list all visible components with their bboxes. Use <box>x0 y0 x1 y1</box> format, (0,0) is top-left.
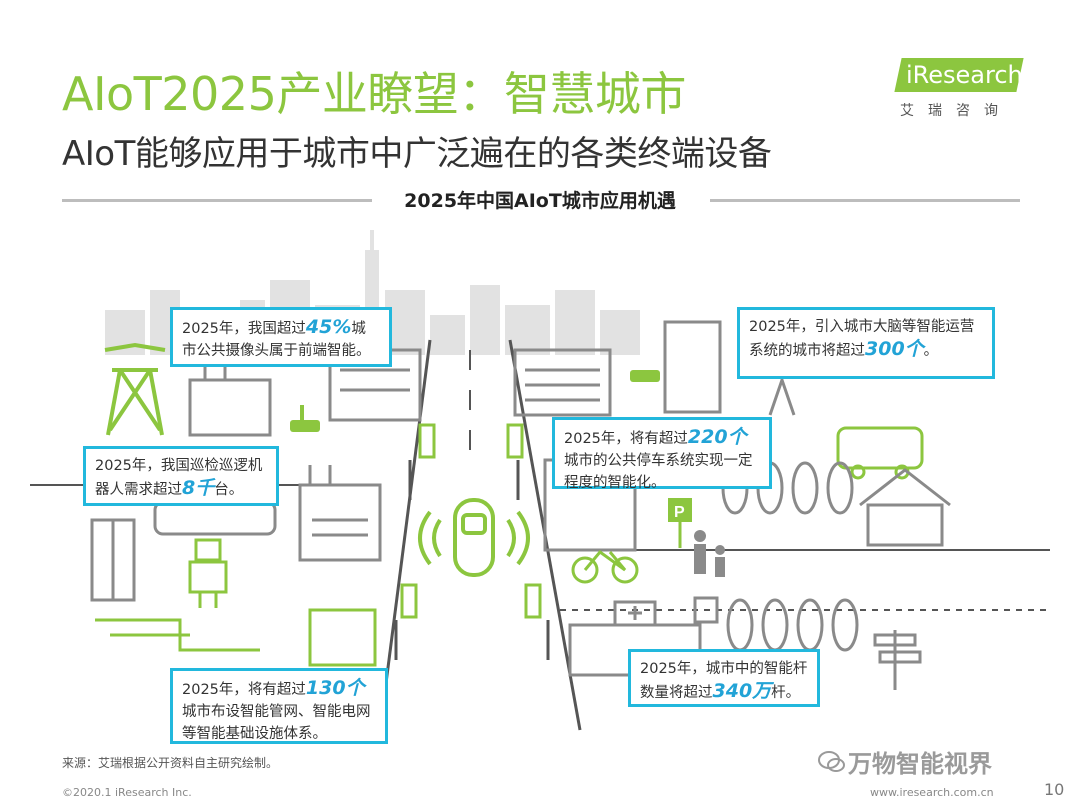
bicycle-icon <box>571 549 639 584</box>
elevator-icon <box>90 518 136 602</box>
callout-pole-value: 340万 <box>712 680 772 702</box>
callout-camera-value: 45% <box>305 316 352 338</box>
section-rule-right <box>710 199 1020 202</box>
callout-parking-post: 城市的公共停车系统实现一定程度的智能化。 <box>564 453 753 491</box>
section-title: 2025年中国AIoT城市应用机遇 <box>380 186 700 213</box>
callout-pole-post: 杆。 <box>771 685 801 701</box>
callout-camera-post: 城市公共摄像头属于前端智能。 <box>182 321 371 359</box>
callout-robot-pre: 2025年，我国巡检巡逻机器人需求超过 <box>95 458 263 498</box>
tree-icon <box>721 461 859 652</box>
callout-pipe-value: 130个 <box>305 677 365 699</box>
wechat-icon <box>818 751 845 772</box>
section-rule-left <box>62 199 372 202</box>
train-icon <box>153 500 277 536</box>
callout-parking-value: 220个 <box>687 426 747 448</box>
iresearch-logo: iResearch 艾瑞咨询 <box>860 56 1040 126</box>
pipe-network <box>95 608 377 667</box>
callout-pipe-post: 城市布设智能管网、智能电网等智能基础设施体系。 <box>182 704 371 742</box>
callout-camera: 2025年，我国超过45%城市公共摄像头属于前端智能。 <box>170 307 392 367</box>
callout-robot-post: 台。 <box>214 482 244 498</box>
pedestrian-icon <box>694 530 725 577</box>
callout-city-brain: 2025年，引入城市大脑等智能运营系统的城市将超过300个。 <box>737 307 995 379</box>
callout-smart-pole: 2025年，城市中的智能杆数量将超过340万杆。 <box>628 649 820 707</box>
svg-text:P: P <box>674 504 685 521</box>
page-title: AIoT2025产业瞭望：智慧城市 <box>62 67 686 121</box>
callout-pole-pre: 2025年，城市中的智能杆数量将超过 <box>640 661 808 701</box>
power-tower-icon <box>104 342 166 436</box>
website-link[interactable]: www.iresearch.com.cn <box>870 786 994 799</box>
camera-icon <box>290 370 660 432</box>
logo-cn-text: 艾瑞咨询 <box>900 103 1012 119</box>
callout-brain-post: 。 <box>923 343 939 359</box>
parking-icon: P <box>668 498 692 548</box>
house-icon <box>859 468 951 547</box>
callout-brain-pre: 2025年，引入城市大脑等智能运营系统的城市将超过 <box>749 319 975 359</box>
page-subtitle: AIoT能够应用于城市中广泛遍在的各类终端设备 <box>62 134 772 174</box>
factory-icon <box>188 350 382 562</box>
signpost-icon <box>873 630 922 690</box>
watermark: 万物智能视界 <box>848 750 992 778</box>
callout-pipe-pre: 2025年，将有超过 <box>182 682 306 698</box>
callout-pipe-network: 2025年，将有超过130个城市布设智能管网、智能电网等智能基础设施体系。 <box>170 668 388 744</box>
trash-bin-icon <box>693 596 719 624</box>
callout-parking: 2025年，将有超过220个城市的公共停车系统实现一定程度的智能化。 <box>552 417 772 491</box>
callout-brain-value: 300个 <box>865 338 924 360</box>
page-number: 10 <box>1044 780 1065 799</box>
source-note: 来源：艾瑞根据公开资料自主研究绘制。 <box>62 756 279 770</box>
callout-robot-value: 8千 <box>182 477 215 499</box>
traffic-light-icon <box>400 423 542 619</box>
garage-building <box>513 348 612 417</box>
callout-robot: 2025年，我国巡检巡逻机器人需求超过8千台。 <box>83 446 279 506</box>
robot-icon <box>188 538 228 608</box>
callout-parking-pre: 2025年，将有超过 <box>564 431 688 447</box>
copyright: ©2020.1 iResearch Inc. <box>62 786 192 799</box>
bus-icon <box>836 426 924 480</box>
logo-text: iResearch <box>906 61 1023 89</box>
radio-tower-icon <box>768 375 796 416</box>
smart-car-icon <box>418 498 530 577</box>
callout-camera-pre: 2025年，我国超过 <box>182 321 306 337</box>
